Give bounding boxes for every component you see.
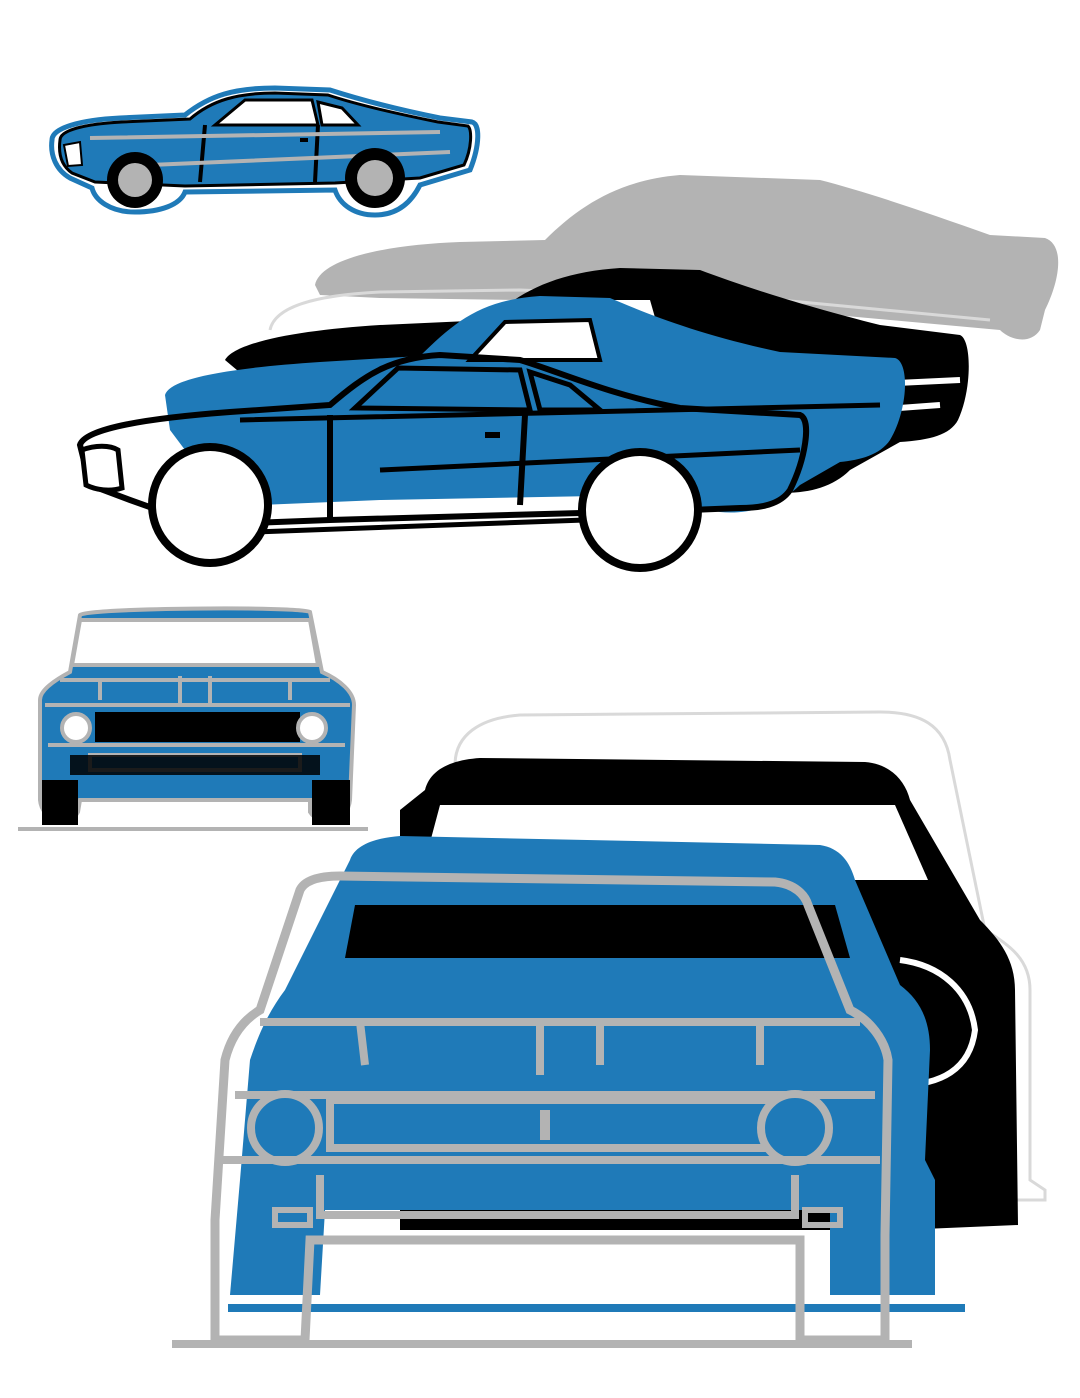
small-front-hood-lines — [60, 676, 330, 705]
layered-side-outline-grille — [79, 443, 125, 493]
small-side-front-hub — [118, 163, 152, 197]
small-side-rear-hub — [357, 160, 393, 196]
layered-front-left-headlight — [247, 1090, 323, 1166]
layered-front-fog-lights — [272, 1207, 843, 1228]
layered-side-outline-door — [327, 414, 528, 520]
layered-side-outline-body — [76, 351, 809, 529]
small-side-profile — [49, 85, 481, 218]
small-front-grille — [95, 712, 300, 742]
layered-front-blue-windshield — [345, 905, 850, 958]
small-side-trim-lines — [89, 130, 451, 167]
layered-side-outline-sill — [254, 517, 586, 535]
layered-side-light-outline — [268, 288, 991, 331]
layered-side-blue — [165, 296, 906, 513]
small-front-left-headlight — [60, 712, 92, 744]
layered-side-blue-window — [465, 317, 603, 362]
layered-front-right-headlight — [757, 1090, 833, 1166]
layered-side-profiles — [76, 175, 1059, 572]
small-side-grille — [62, 140, 84, 168]
layered-front-gray-outline — [210, 871, 893, 1345]
layered-front-views — [172, 710, 1047, 1348]
small-front-view — [18, 606, 368, 831]
small-front-right-headlight — [296, 712, 328, 744]
layered-side-rear-wheel — [578, 448, 702, 572]
layered-side-front-wheel — [148, 443, 272, 567]
small-front-windshield — [69, 618, 321, 667]
layered-front-gray-bumper — [222, 1156, 880, 1219]
layered-front-gray-grille — [326, 1096, 784, 1152]
layered-front-gray-hood — [235, 1018, 875, 1099]
small-side-windows — [210, 98, 362, 127]
layered-side-gray — [315, 175, 1059, 340]
small-front-lower-grille — [70, 755, 320, 775]
layered-front-black-grille-detail — [899, 957, 979, 1088]
layered-side-outline-window — [348, 365, 607, 413]
small-front-tires — [42, 780, 350, 825]
